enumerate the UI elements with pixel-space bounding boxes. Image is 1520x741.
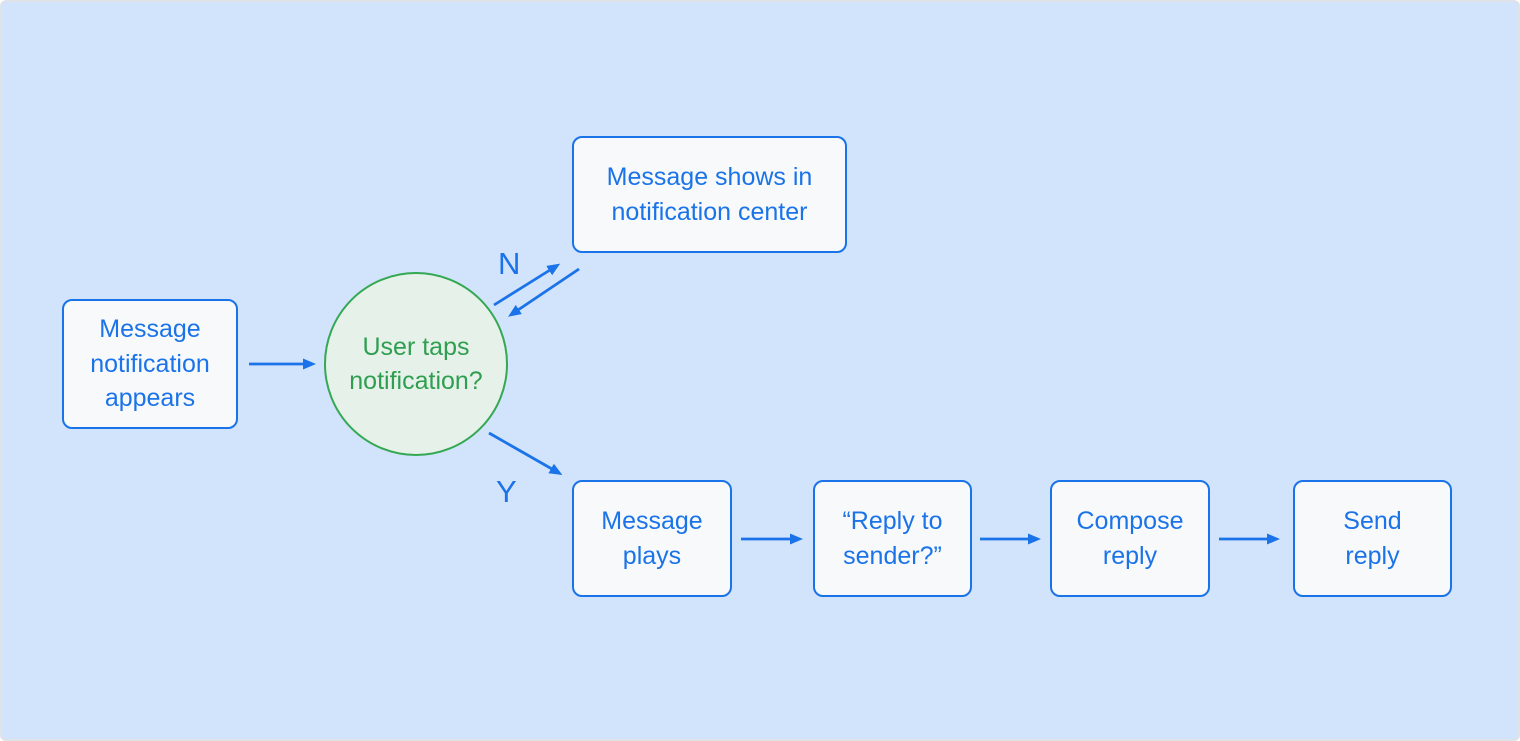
arrow-decision-to-notification-center: [493, 263, 561, 307]
node-message-shows-in-notification-center: Message shows in notification center: [572, 136, 847, 253]
node-compose-reply: Compose reply: [1050, 480, 1210, 597]
node-send-reply: Send reply: [1293, 480, 1452, 597]
node-message-plays: Message plays: [572, 480, 732, 597]
arrow-decision-to-message-plays: [488, 431, 563, 475]
node-user-taps-notification-decision: User taps notification?: [324, 272, 508, 456]
edge-label-yes: Y: [496, 474, 517, 509]
edge-label-no: N: [498, 246, 521, 281]
node-reply-to-sender-prompt: “Reply to sender?”: [813, 480, 972, 597]
node-message-notification-appears: Message notification appears: [62, 299, 238, 429]
arrow-notification-center-to-decision: [508, 267, 580, 317]
